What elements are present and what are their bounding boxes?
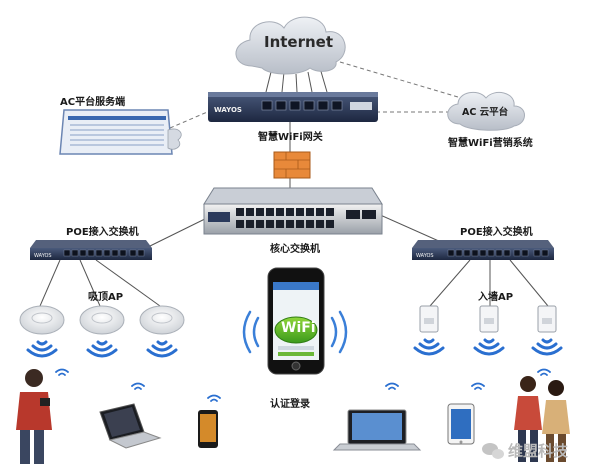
poe-right-label: POE接入交换机 [460,227,533,238]
person-left-icon [16,369,52,464]
wifi-signal-icons [26,338,563,358]
ceiling-ap-3 [139,305,185,335]
cloud-links [169,61,469,129]
core-switch-device [203,187,383,235]
internet-cloud [235,16,346,75]
ceiling-ap-1 [19,305,65,335]
core-switch-label: 核心交换机 [270,244,320,255]
wechat-icon [482,443,504,459]
laptop-left-icon [99,403,162,449]
laptop-right-icon [332,409,422,451]
mobile-phone-icon [198,410,218,448]
watermark-text: 维盟科技 [508,442,569,460]
svg-text:WAYOS: WAYOS [416,253,434,259]
left-poe-switch-device: WAYOS [30,240,152,260]
ac-server-monitor [59,109,182,155]
internet-label: Internet [264,33,334,51]
wall-ap-label: 入墙AP [478,292,514,303]
wall-ap-3 [537,305,557,333]
auth-phone [267,267,325,375]
ac-cloud-label: AC 云平台 [462,107,509,118]
people-right-icon [514,376,570,462]
ac-server-label: AC平台服务端 [60,97,126,108]
svg-text:WAYOS: WAYOS [214,106,242,114]
auth-login-label: 认证登录 [270,399,310,410]
wall-ap-1 [419,305,439,333]
wifi-gateway-device: WAYOS [208,92,378,122]
svg-text:WAYOS: WAYOS [34,253,52,259]
ac-cloud [447,91,525,131]
wall-ap-2 [479,305,499,333]
phone-signal-arcs [242,310,348,354]
poe-left-label: POE接入交换机 [66,227,139,238]
device-wifi-marks [55,368,551,402]
tablet-icon [447,403,475,445]
marketing-label: 智慧WiFi营销系统 [448,138,533,149]
wifi-logo-text: WiFi [281,320,316,336]
firewall-icon [273,151,311,179]
ceiling-ap-label: 吸顶AP [88,292,124,303]
right-poe-switch-device: WAYOS [412,240,554,260]
gateway-label: 智慧WiFi网关 [258,132,323,143]
ceiling-ap-2 [79,305,125,335]
